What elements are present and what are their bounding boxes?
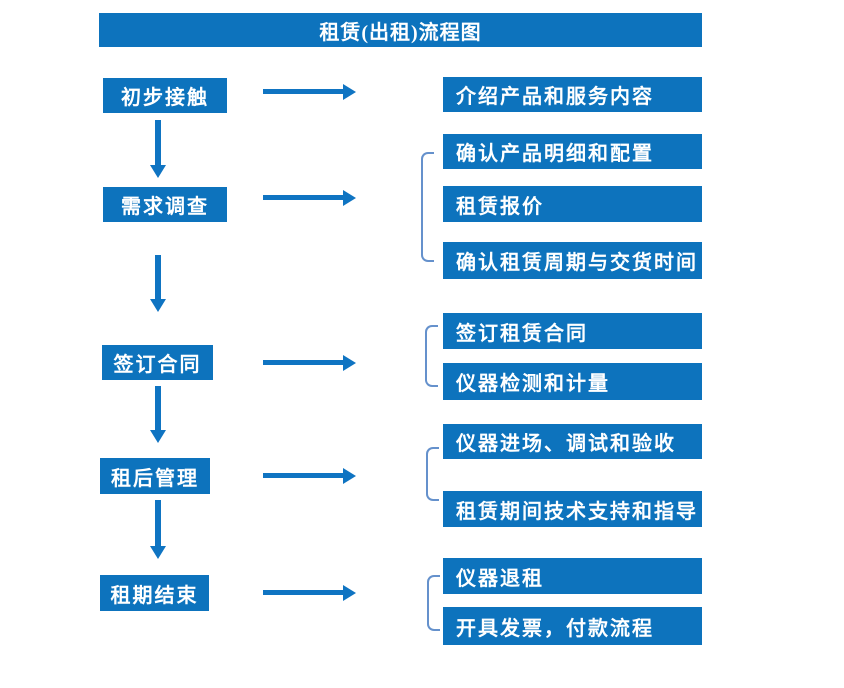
arrow-down-step2-step3 [155, 255, 161, 299]
step-box-sign-contract: 签订合同 [102, 345, 213, 380]
arrow-right-sign-contract [263, 360, 343, 365]
bracket-post-rental-group [426, 447, 439, 501]
flowchart-title: 租赁(出租)流程图 [319, 21, 482, 44]
detail-box-instrument-entry-debug-acceptance: 仪器进场、调试和验收 [443, 424, 702, 459]
arrow-down-step3-step4 [155, 386, 161, 430]
detail-box-instrument-return: 仪器退租 [443, 558, 702, 594]
detail-box-confirm-product-details-config: 确认产品明细和配置 [443, 134, 702, 169]
arrow-right-demand-survey [263, 195, 343, 200]
flowchart-title-bar: 租赁(出租)流程图 [99, 13, 702, 47]
detail-box-confirm-rental-period-delivery: 确认租赁周期与交货时间 [443, 242, 702, 279]
detail-box-technical-support-guidance: 租赁期间技术支持和指导 [443, 491, 702, 527]
arrow-right-rental-end [263, 590, 343, 595]
arrow-down-step4-step5 [155, 500, 161, 546]
step-box-demand-survey: 需求调查 [103, 187, 227, 222]
arrow-right-post-rental-management [263, 473, 343, 478]
step-box-rental-end: 租期结束 [100, 575, 209, 611]
detail-box-sign-rental-contract: 签订租赁合同 [443, 313, 702, 349]
bracket-sign-contract-group [425, 325, 438, 387]
detail-box-instrument-inspection-metering: 仪器检测和计量 [443, 363, 702, 400]
arrow-right-initial-contact [263, 89, 343, 94]
arrow-down-step1-step2 [155, 120, 161, 165]
bracket-rental-end-group [427, 575, 440, 631]
step-box-initial-contact: 初步接触 [103, 78, 227, 113]
detail-box-introduce-products-services: 介绍产品和服务内容 [443, 77, 702, 112]
detail-box-invoice-payment-process: 开具发票，付款流程 [443, 607, 702, 645]
detail-box-rental-quotation: 租赁报价 [443, 186, 702, 222]
bracket-demand-survey-group [421, 152, 434, 262]
step-box-post-rental-management: 租后管理 [100, 458, 210, 494]
